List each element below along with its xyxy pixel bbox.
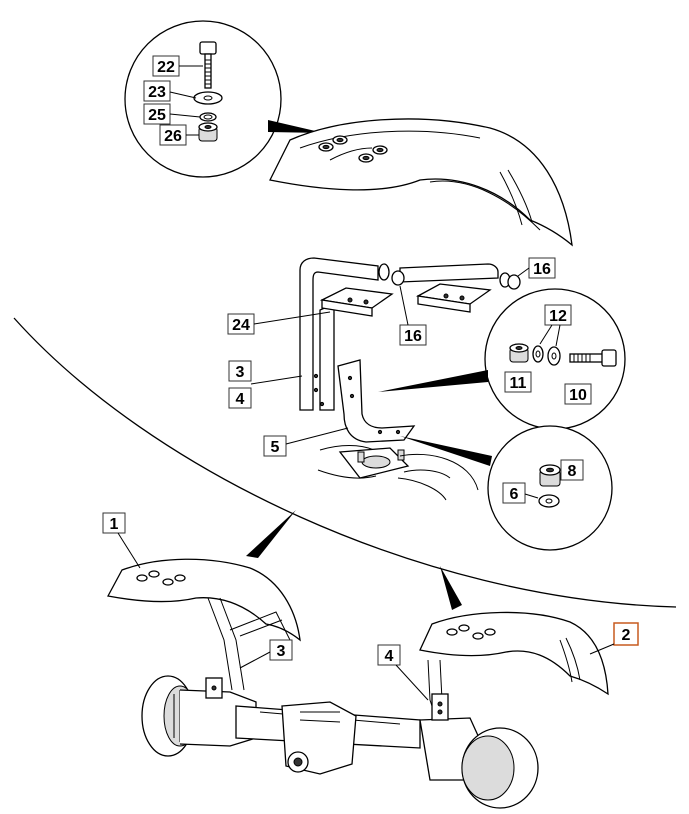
axle-assembly xyxy=(141,675,539,809)
fender-frame-tubes xyxy=(299,257,521,411)
detail-circle-bracket-fixings: 8 6 xyxy=(400,425,613,551)
svg-text:10: 10 xyxy=(569,387,587,404)
bolt-10 xyxy=(569,349,617,367)
callout-8: 8 xyxy=(560,459,584,481)
callout-24: 24 xyxy=(227,311,331,335)
callout-25: 25 xyxy=(143,103,201,125)
nut-11 xyxy=(509,343,529,363)
o-ring-16b xyxy=(507,274,521,290)
svg-text:2: 2 xyxy=(622,627,631,644)
svg-text:5: 5 xyxy=(271,439,280,456)
svg-text:16: 16 xyxy=(404,328,422,345)
svg-text:26: 26 xyxy=(164,128,182,145)
washer-12b xyxy=(547,346,561,366)
callout-26: 26 xyxy=(159,124,199,146)
svg-text:24: 24 xyxy=(232,317,250,334)
svg-text:12: 12 xyxy=(549,308,567,325)
o-ring-16a xyxy=(391,270,405,286)
fender-top xyxy=(269,118,573,247)
fender-holes xyxy=(318,135,388,163)
callout-5: 5 xyxy=(263,427,349,457)
svg-text:8: 8 xyxy=(568,463,577,480)
callout-3-bottom: 3 xyxy=(239,639,293,669)
enlargement-arc xyxy=(13,317,677,608)
callout-4-top: 4 xyxy=(228,387,252,409)
svg-text:11: 11 xyxy=(510,375,527,392)
svg-text:16: 16 xyxy=(533,261,551,278)
callout-6: 6 xyxy=(502,482,539,504)
svg-text:4: 4 xyxy=(385,648,394,665)
bolt-22 xyxy=(199,41,217,89)
svg-text:23: 23 xyxy=(148,84,166,101)
callout-23: 23 xyxy=(143,80,197,102)
svg-text:6: 6 xyxy=(510,486,519,503)
callout-4-bottom: 4 xyxy=(377,644,429,701)
detail-circle-tube-fixings: 11 12 10 xyxy=(378,288,626,430)
callout-1: 1 xyxy=(102,512,141,569)
washer-23 xyxy=(193,91,223,105)
mounting-bracket-5 xyxy=(337,359,416,443)
fender-right-assembled xyxy=(419,611,609,731)
detail-circle-fender-fixings: 22 23 25 26 xyxy=(124,20,324,178)
callout-16a: 16 xyxy=(517,257,556,279)
svg-text:1: 1 xyxy=(110,516,119,533)
svg-text:3: 3 xyxy=(236,364,245,381)
axle-hub-center xyxy=(317,445,479,501)
callout-10: 10 xyxy=(564,383,592,405)
nut-26 xyxy=(198,122,218,142)
callout-12: 12 xyxy=(539,304,572,347)
callout-3-top: 3 xyxy=(228,360,303,385)
washer-25 xyxy=(199,112,217,122)
callout-22: 22 xyxy=(152,55,203,77)
svg-text:25: 25 xyxy=(148,107,166,124)
washer-12a xyxy=(532,345,544,363)
svg-text:22: 22 xyxy=(157,59,175,76)
callout-16b: 16 xyxy=(399,285,427,346)
callout-2-highlighted[interactable]: 2 xyxy=(589,622,639,655)
svg-text:3: 3 xyxy=(277,643,286,660)
svg-text:4: 4 xyxy=(236,391,245,408)
nut-8 xyxy=(539,464,561,487)
detail-pointer xyxy=(268,120,324,133)
callout-11: 11 xyxy=(504,371,532,393)
detail-pointer xyxy=(400,436,492,466)
fender-left-assembled xyxy=(107,558,301,691)
pointer-right xyxy=(440,566,462,610)
pointer-left xyxy=(246,510,296,558)
detail-pointer xyxy=(378,370,488,392)
washer-6 xyxy=(538,494,560,508)
